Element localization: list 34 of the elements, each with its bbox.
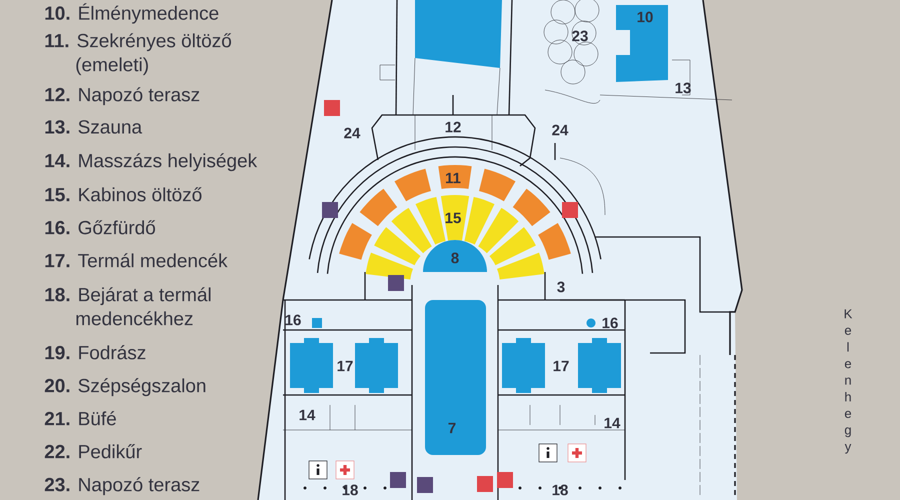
legend-entry: 14. Masszázs helyiségek bbox=[45, 153, 258, 172]
room-number: 23 bbox=[572, 30, 588, 42]
legend-entry: 19. Fodrász bbox=[45, 345, 146, 360]
room-number: 18 bbox=[342, 484, 358, 496]
street-name: Kelenhegy bbox=[844, 309, 852, 454]
room-number: 15 bbox=[446, 212, 461, 224]
room-number: 18 bbox=[552, 484, 568, 496]
legend-entry: 12. Napozó terasz bbox=[45, 87, 200, 106]
legend-entry: 22. Pedikűr bbox=[44, 444, 142, 458]
room-number: 16 bbox=[286, 314, 301, 326]
room-number: 10 bbox=[638, 12, 653, 22]
legend-entry: 21. Büfé bbox=[44, 411, 116, 426]
room-number: 24 bbox=[344, 128, 360, 138]
legend-entry: 23. Napozó terasz bbox=[44, 477, 200, 496]
legend-entry: 20. Szépségszalon bbox=[44, 378, 206, 396]
room-number: 11 bbox=[446, 172, 460, 184]
room-number: 12 bbox=[446, 122, 461, 132]
room-number: 17 bbox=[554, 360, 569, 372]
room-number: 16 bbox=[602, 318, 618, 328]
room-number: 24 bbox=[552, 124, 568, 136]
room-number: 3 bbox=[557, 282, 565, 292]
legend-entry: 17. Termál medencék bbox=[45, 253, 228, 268]
room-number: 14 bbox=[604, 418, 620, 428]
legend-entry: 16. Gőzfürdő bbox=[45, 220, 156, 234]
room-number: 7 bbox=[448, 422, 456, 434]
room-number: 14 bbox=[300, 410, 316, 420]
legend-entry: 15. Kabinos öltöző bbox=[45, 187, 202, 202]
legend-entry: 10. Élménymedence bbox=[45, 3, 218, 24]
room-number: 17 bbox=[338, 360, 353, 372]
room-number: 8 bbox=[451, 252, 459, 264]
room-number: 13 bbox=[676, 82, 691, 94]
legend-entry: 18. Bejárat a termál medencékhez bbox=[45, 287, 210, 326]
legend-entry: 11. Szekrényes öltöző (emeleti) bbox=[45, 33, 232, 76]
legend-entry: 13. Szauna bbox=[45, 120, 142, 134]
